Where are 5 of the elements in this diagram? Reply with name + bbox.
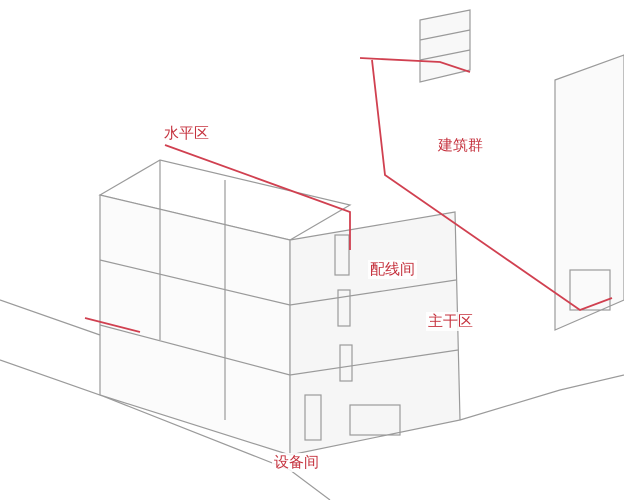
area-label: 建筑群 [436,136,485,155]
area-label: 设备间 [272,453,321,472]
area-label: 配线间 [368,260,417,279]
area-label: 主干区 [426,312,475,331]
area-label: 水平区 [162,124,211,143]
